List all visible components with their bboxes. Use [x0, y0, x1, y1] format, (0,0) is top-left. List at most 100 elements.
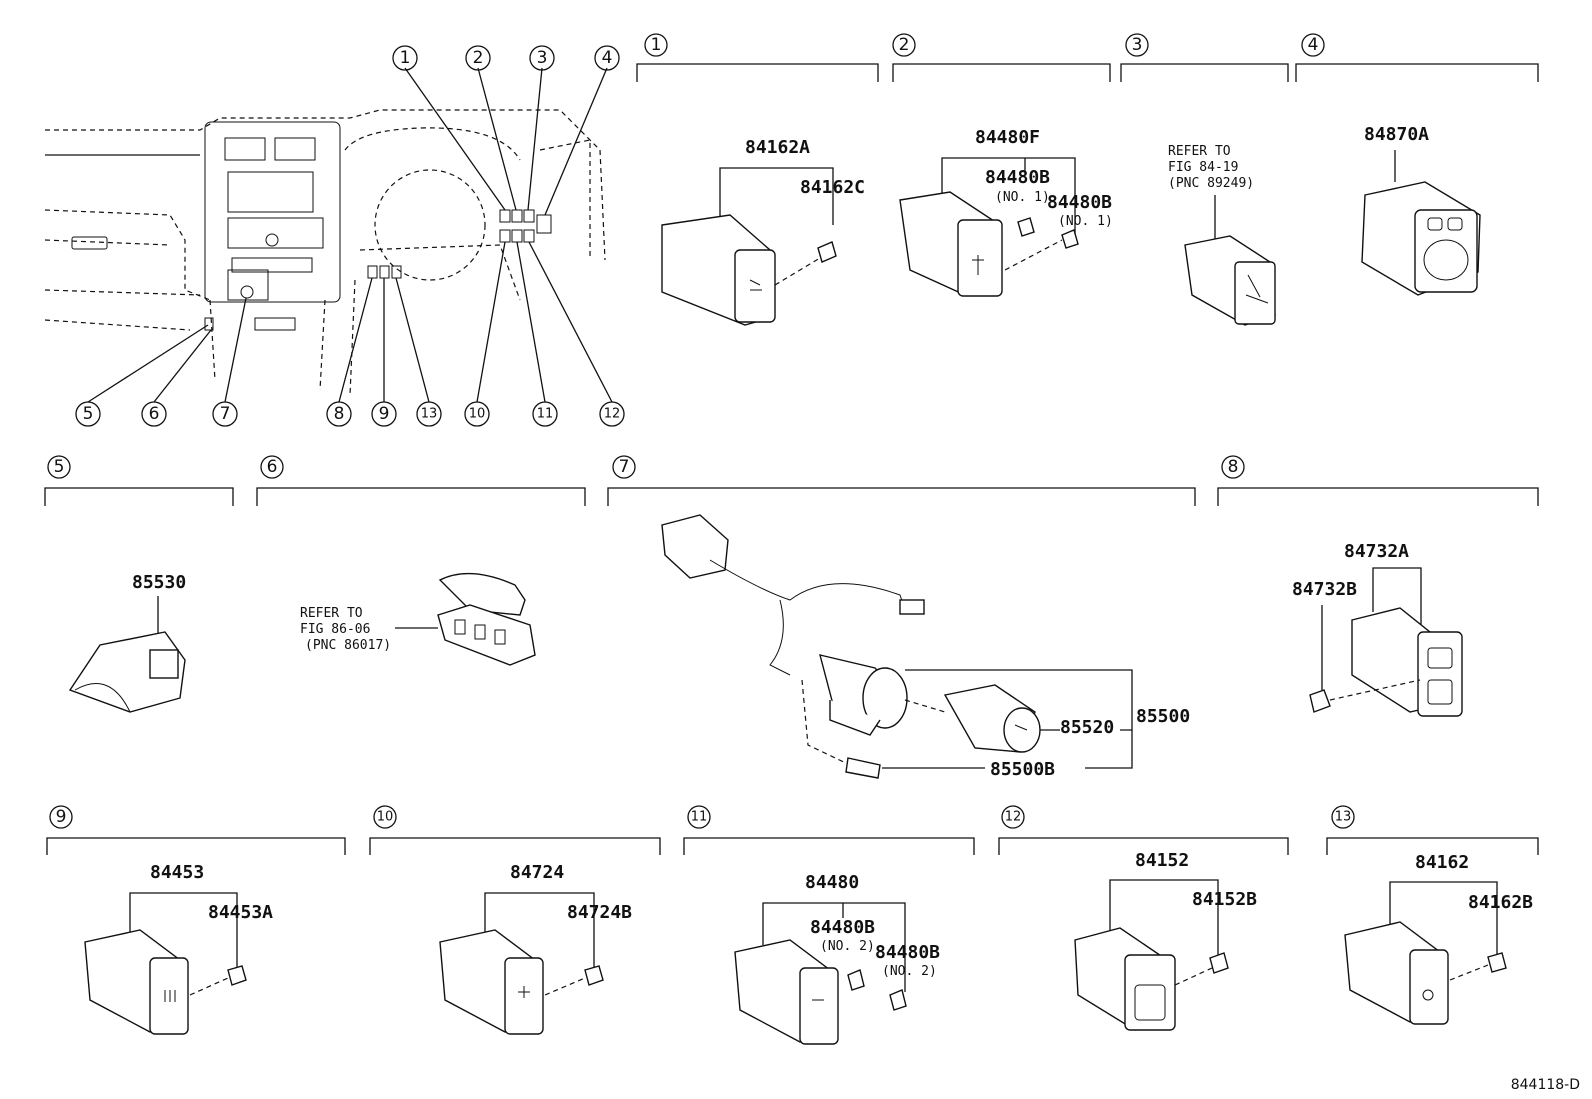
callout-7: 7: [212, 401, 238, 427]
section-9: 9 84453 84453A: [46, 805, 346, 1035]
svg-text:11: 11: [691, 810, 708, 825]
svg-text:13: 13: [421, 407, 438, 422]
section-6: 6 REFER TO FIG 86-06 (PNC 86017): [256, 455, 586, 666]
svg-text:2: 2: [899, 35, 910, 55]
part-84162B: 84162B: [1468, 892, 1533, 913]
part-84162A: 84162A: [745, 137, 810, 158]
section-12: 12 84152 84152B: [998, 805, 1289, 1031]
switch-84162A: [661, 214, 776, 326]
svg-text:7: 7: [619, 457, 630, 477]
switch-89249: [1184, 235, 1276, 326]
switch-84732A: [1351, 607, 1463, 717]
console-box-86017: [437, 572, 536, 666]
svg-text:7: 7: [220, 404, 231, 424]
callout-1: 1: [392, 45, 418, 71]
callout-4: 4: [594, 45, 620, 71]
harness-connector: [661, 514, 925, 676]
part-84152: 84152: [1135, 850, 1189, 871]
svg-text:5: 5: [83, 404, 94, 424]
svg-text:9: 9: [379, 404, 390, 424]
svg-text:REFER TO: REFER TO: [300, 606, 363, 621]
callout-9: 9: [371, 401, 397, 427]
svg-text:REFER TO: REFER TO: [1168, 144, 1231, 159]
part-85520: 85520: [1060, 717, 1114, 738]
part-84732B: 84732B: [1292, 579, 1357, 600]
part-85530: 85530: [132, 572, 186, 593]
svg-text:4: 4: [602, 48, 613, 68]
svg-text:8: 8: [1228, 457, 1239, 477]
part-84453A: 84453A: [208, 902, 273, 923]
switch-84152: [1074, 927, 1176, 1031]
callout-12: 12: [599, 401, 625, 427]
part-84480F: 84480F: [975, 127, 1040, 148]
dashboard-overview: 1 2 3 4 5 6 7 8 9 13 10 11 12: [44, 45, 625, 427]
callout-13: 13: [416, 401, 442, 427]
switch-84480F: [899, 191, 1003, 297]
diagram-id: 844118-D: [1510, 1077, 1580, 1093]
svg-text:10: 10: [469, 407, 486, 422]
part-84480: 84480: [805, 872, 859, 893]
svg-text:1: 1: [651, 35, 662, 55]
svg-text:(NO. 2): (NO. 2): [882, 964, 937, 979]
svg-text:12: 12: [604, 407, 621, 422]
svg-text:13: 13: [1335, 810, 1352, 825]
switch-84480: [734, 939, 839, 1045]
svg-text:1: 1: [400, 48, 411, 68]
part-84724B: 84724B: [567, 902, 632, 923]
section-5: 5 85530: [44, 455, 234, 713]
callout-10: 10: [464, 401, 490, 427]
part-84480B-no2-a: 84480B: [810, 917, 875, 938]
switch-84162: [1344, 921, 1449, 1025]
callout-3: 3: [529, 45, 555, 71]
part-84480B-no1-a: 84480B: [985, 167, 1050, 188]
svg-text:8: 8: [334, 404, 345, 424]
svg-text:6: 6: [267, 457, 278, 477]
section-3: 3 REFER TO FIG 84-19 (PNC 89249): [1120, 33, 1289, 326]
svg-text:3: 3: [537, 48, 548, 68]
svg-text:10: 10: [377, 810, 394, 825]
part-84152B: 84152B: [1192, 889, 1257, 910]
part-84870A: 84870A: [1364, 124, 1429, 145]
svg-text:(NO. 1): (NO. 1): [995, 190, 1050, 205]
svg-text:(PNC 89249): (PNC 89249): [1168, 176, 1254, 191]
section-1: 1 84162A 84162C: [636, 33, 879, 326]
part-85500: 85500: [1136, 706, 1190, 727]
svg-text:9: 9: [56, 807, 67, 827]
mirror-switch-84870A: [1361, 181, 1481, 296]
callout-11: 11: [532, 401, 558, 427]
part-84480B-no2-b: 84480B: [875, 942, 940, 963]
switch-85530: [68, 631, 186, 713]
section-10: 10 84724 84724B: [369, 805, 661, 1035]
svg-text:11: 11: [537, 407, 554, 422]
svg-text:5: 5: [54, 457, 65, 477]
section-2: 2 84480F 84480B (NO. 1) 84480B (NO. 1): [892, 33, 1113, 297]
svg-text:(PNC 86017): (PNC 86017): [305, 638, 391, 653]
part-84732A: 84732A: [1344, 541, 1409, 562]
lighter-socket: [819, 654, 908, 736]
part-84162: 84162: [1415, 852, 1469, 873]
lighter-85520: [943, 684, 1041, 753]
svg-text:(NO. 1): (NO. 1): [1058, 214, 1113, 229]
callout-2: 2: [465, 45, 491, 71]
svg-text:4: 4: [1308, 35, 1319, 55]
callout-6: 6: [141, 401, 167, 427]
part-84480B-no1-b: 84480B: [1047, 192, 1112, 213]
callout-8: 8: [326, 401, 352, 427]
section-13: 13 84162 84162B: [1326, 805, 1539, 1025]
part-84453: 84453: [150, 862, 204, 883]
switch-84724: [439, 929, 544, 1035]
section-7: 7 85520 85500 85500B: [607, 455, 1196, 780]
svg-text:(NO. 2): (NO. 2): [820, 939, 875, 954]
svg-text:FIG 86-06: FIG 86-06: [300, 622, 370, 637]
section-4: 4 84870A: [1295, 33, 1539, 296]
svg-text:2: 2: [473, 48, 484, 68]
switch-84453: [84, 929, 189, 1035]
svg-text:FIG 84-19: FIG 84-19: [1168, 160, 1238, 175]
section-8: 8 84732A 84732B: [1217, 455, 1539, 717]
part-85500B: 85500B: [990, 759, 1055, 780]
section-11: 11 84480 84480B (NO. 2) 84480B (NO. 2): [683, 805, 975, 1045]
part-84724: 84724: [510, 862, 564, 883]
svg-text:3: 3: [1132, 35, 1143, 55]
svg-text:6: 6: [149, 404, 160, 424]
